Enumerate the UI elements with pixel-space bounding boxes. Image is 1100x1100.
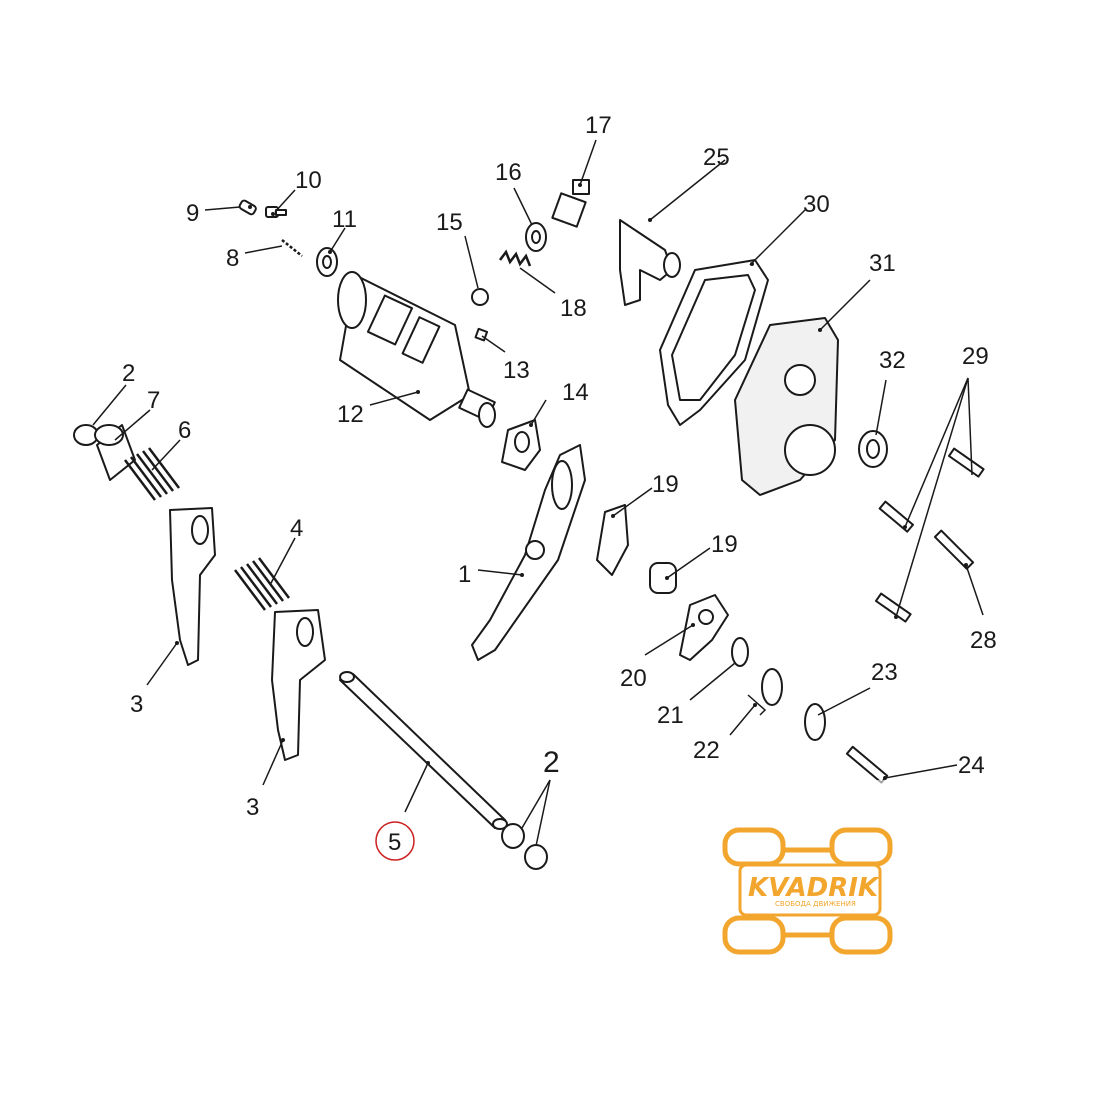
label-3-right: 3	[246, 794, 259, 821]
label-31: 31	[869, 250, 896, 277]
label-9: 9	[186, 200, 199, 227]
part-7-bushing	[94, 424, 136, 481]
watermark-tagline: СВОБОДА ДВИЖЕНИЯ	[775, 900, 856, 908]
part-12-shift-drum	[337, 271, 496, 428]
watermark-brand: KVADRIK	[748, 873, 880, 903]
part-15-ball	[471, 288, 489, 306]
label-12: 12	[337, 401, 364, 428]
label-24: 23	[871, 659, 898, 686]
label-13: 13	[503, 357, 530, 384]
part-23-spring	[747, 668, 783, 716]
part-28-bolt	[933, 529, 975, 570]
part-5-shaft	[339, 671, 508, 830]
part-31-cover	[734, 317, 839, 496]
part-6-spring	[124, 447, 180, 501]
label-23: 22	[693, 737, 720, 764]
label-14: 14	[562, 379, 589, 406]
label-26: 25	[703, 144, 730, 171]
label-22: 21	[657, 702, 684, 729]
label-6: 6	[178, 417, 191, 444]
label-19-text: 19	[652, 471, 679, 498]
part-9-pin	[238, 199, 257, 216]
part-11-washer	[316, 247, 338, 277]
part-8-spring	[281, 239, 303, 257]
label-4: 4	[290, 515, 303, 542]
label-8: 8	[226, 245, 239, 272]
leader-lines	[92, 139, 984, 847]
part-2-circlip-lower-a	[501, 823, 525, 849]
leader-dots	[175, 183, 968, 780]
label-3-left: 3	[130, 691, 143, 718]
label-21: 20	[620, 665, 647, 692]
part-19-plate	[596, 504, 629, 576]
part-21-gear	[679, 594, 729, 661]
part-labels: 9 10 8 11 15 16 17 18 25 30 31 32 29 28 …	[122, 112, 997, 821]
part-18-spring	[499, 249, 532, 267]
part-26-shift-shaft	[619, 219, 681, 306]
label-11: 11	[332, 206, 357, 233]
part-14-cam	[501, 419, 541, 471]
label-15: 15	[436, 209, 463, 236]
part-25-bolt	[845, 745, 889, 784]
kvadrik-watermark: KVADRIK СВОБОДА ДВИЖЕНИЯ	[605, 780, 950, 995]
part-10-bolt	[265, 206, 287, 218]
part-3-fork-right	[271, 609, 326, 761]
part-24-washer	[804, 703, 826, 741]
label-32: 32	[879, 347, 906, 374]
part-4-spring	[234, 557, 290, 611]
part-30-gasket	[659, 259, 769, 426]
label-2-lower: 2	[543, 746, 560, 779]
label-17: 17	[585, 112, 612, 139]
part-2-circlip-lower-b	[524, 844, 548, 870]
part-17-bolt	[551, 179, 590, 228]
label-7: 7	[147, 387, 160, 414]
part-3-fork-left	[169, 507, 216, 666]
part-1-shift-arm	[471, 444, 586, 661]
label-16: 16	[495, 159, 522, 186]
highlight-part-5: 5	[375, 821, 415, 861]
label-29: 29	[962, 343, 989, 370]
part-32-washer	[858, 430, 888, 468]
part-16-washer	[525, 222, 547, 252]
part-20-bush	[649, 562, 677, 594]
label-2-top: 2	[122, 360, 135, 387]
label-10: 10	[295, 167, 322, 194]
label-18: 18	[560, 295, 587, 322]
label-20: 19	[711, 531, 738, 558]
part-22-clip	[731, 637, 749, 667]
label-30: 30	[803, 191, 830, 218]
label-5: 5	[388, 829, 401, 856]
label-1: 1	[458, 561, 471, 588]
label-25: 24	[958, 752, 985, 779]
part-29-bolts	[874, 447, 985, 623]
label-28: 28	[970, 627, 997, 654]
